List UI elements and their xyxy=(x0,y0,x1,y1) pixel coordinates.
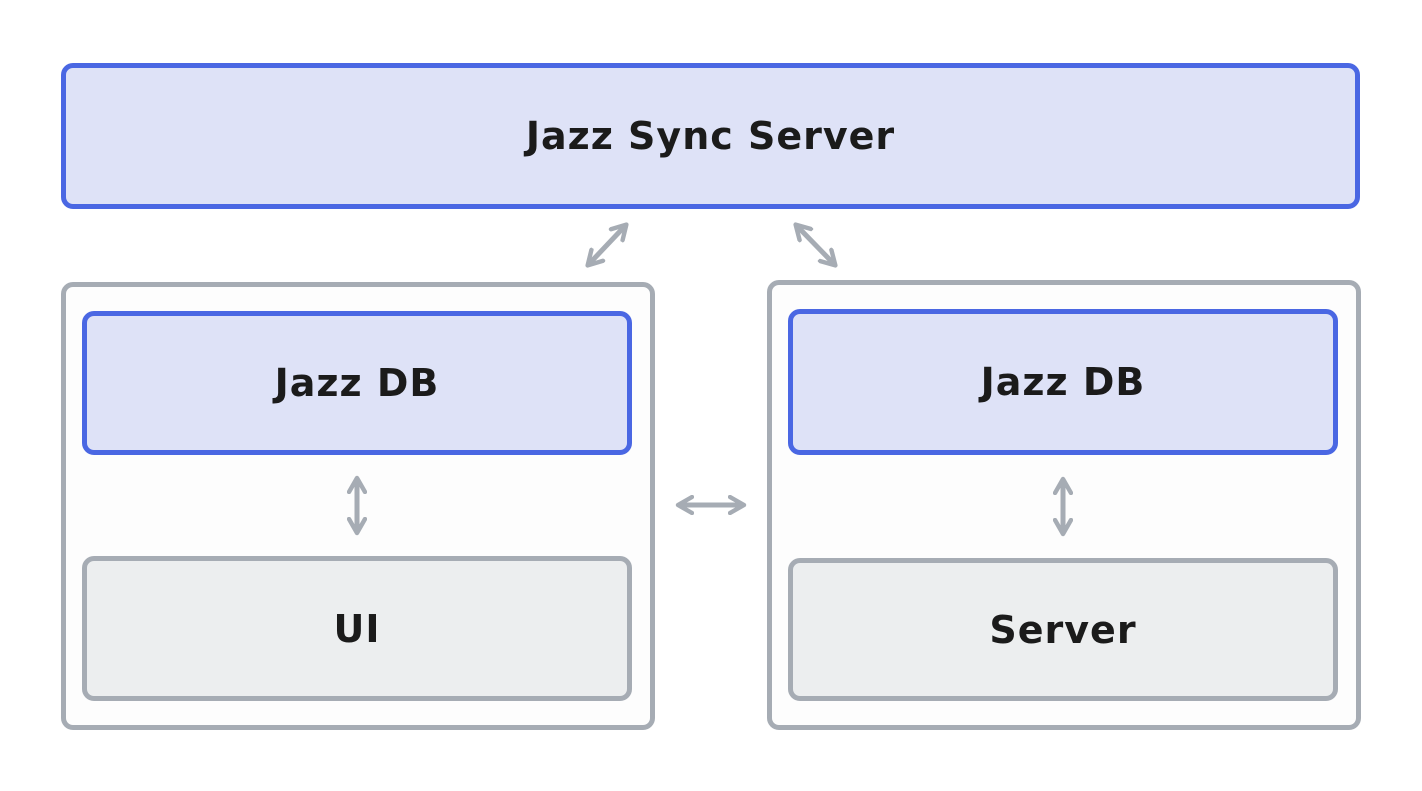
client-ui-label: UI xyxy=(333,606,381,651)
server-app-box: Server xyxy=(788,558,1338,701)
client-to-sync-arrow xyxy=(589,226,625,264)
server-to-sync-arrow xyxy=(797,226,834,264)
client-jazz-db-box: Jazz DB xyxy=(82,311,632,455)
jazz-sync-server-label: Jazz Sync Server xyxy=(525,114,896,158)
server-jazz-db-box: Jazz DB xyxy=(788,309,1338,455)
server-app-label: Server xyxy=(989,607,1137,652)
client-jazz-db-label: Jazz DB xyxy=(274,361,440,405)
jazz-sync-server-box: Jazz Sync Server xyxy=(61,63,1360,209)
client-ui-box: UI xyxy=(82,556,632,701)
server-jazz-db-label: Jazz DB xyxy=(980,360,1146,404)
